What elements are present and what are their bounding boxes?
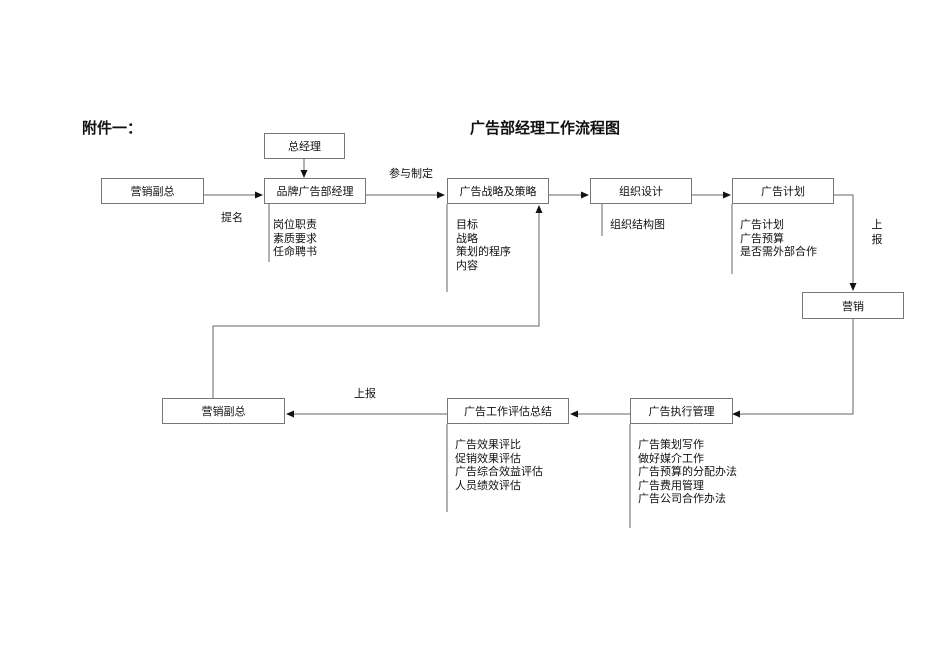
node-brand-manager: 品牌广告部经理 (264, 178, 366, 204)
edge-marketing-execution (732, 318, 854, 418)
node-execution: 广告执行管理 (630, 398, 733, 424)
node-marketing-label: 营销 (842, 299, 864, 313)
label-report-up-right: 上 报 (871, 217, 883, 247)
node-brand-manager-label: 品牌广告部经理 (276, 185, 354, 198)
node-execution-label: 广告执行管理 (648, 405, 715, 418)
node-org-design: 组织设计 (590, 178, 692, 204)
note-item: 目标 (456, 218, 478, 231)
note-item: 广告策划写作 (638, 438, 704, 451)
note-item: 广告预算的分配办法 (638, 465, 737, 478)
node-vp-top: 营销副总 (101, 178, 204, 204)
note-item: 广告计划 (740, 218, 784, 231)
note-item: 素质要求 (273, 231, 317, 245)
notes-strategy: 目标 战略 策划的程序 内容 (456, 218, 511, 272)
note-item: 策划的程序 (456, 245, 511, 258)
note-item: 促销效果评估 (455, 451, 521, 465)
node-vp-bottom-label: 营销副总 (201, 405, 246, 418)
node-vp-top-label: 营销副总 (130, 185, 175, 198)
attachment-label: 附件一： (82, 119, 143, 137)
node-ceo-label: 总经理 (288, 140, 321, 153)
note-item: 广告预算 (740, 231, 784, 245)
notes-execution: 广告策划写作 做好媒介工作 广告预算的分配办法 广告费用管理 广告公司合作办法 (638, 438, 737, 506)
node-ad-plan-label: 广告计划 (761, 185, 805, 198)
node-evaluation: 广告工作评估总结 (447, 398, 569, 424)
label-report-up-right-1: 上 (871, 218, 883, 231)
note-item: 广告公司合作办法 (638, 492, 726, 505)
label-report-up-right-2: 报 (871, 233, 883, 246)
note-item: 人员绩效评估 (455, 478, 521, 492)
label-nominate: 提名 (221, 211, 243, 224)
label-participate: 参与制定 (389, 167, 433, 180)
node-ad-plan: 广告计划 (732, 178, 834, 204)
note-item: 组织结构图 (610, 218, 665, 231)
note-item: 广告效果评比 (455, 438, 521, 451)
edge-plan-marketing (834, 194, 857, 291)
notes-brand-manager: 岗位职责 素质要求 任命聘书 (273, 218, 317, 259)
page-title: 广告部经理工作流程图 (470, 119, 621, 137)
note-item: 广告综合效益评估 (455, 465, 543, 478)
node-evaluation-label: 广告工作评估总结 (464, 405, 552, 418)
node-ceo: 总经理 (264, 133, 345, 159)
note-item: 是否需外部合作 (740, 245, 817, 258)
node-marketing: 营销 (802, 292, 904, 319)
notes-evaluation: 广告效果评比 促销效果评估 广告综合效益评估 人员绩效评估 (455, 438, 543, 492)
node-org-design-label: 组织设计 (619, 185, 663, 198)
note-item: 岗位职责 (273, 218, 317, 231)
edge-vp-strategy-feedback (212, 205, 543, 398)
note-item: 战略 (456, 231, 478, 245)
node-strategy: 广告战略及策略 (447, 178, 549, 204)
note-item: 广告费用管理 (638, 478, 704, 492)
node-strategy-label: 广告战略及策略 (459, 185, 537, 198)
note-item: 内容 (456, 258, 478, 272)
note-item: 做好媒介工作 (638, 451, 704, 465)
note-item: 任命聘书 (273, 245, 317, 258)
notes-ad-plan: 广告计划 广告预算 是否需外部合作 (740, 218, 817, 259)
node-vp-bottom: 营销副总 (162, 398, 285, 424)
notes-org-design: 组织结构图 (610, 218, 665, 232)
label-report-up-bottom: 上报 (354, 387, 376, 400)
